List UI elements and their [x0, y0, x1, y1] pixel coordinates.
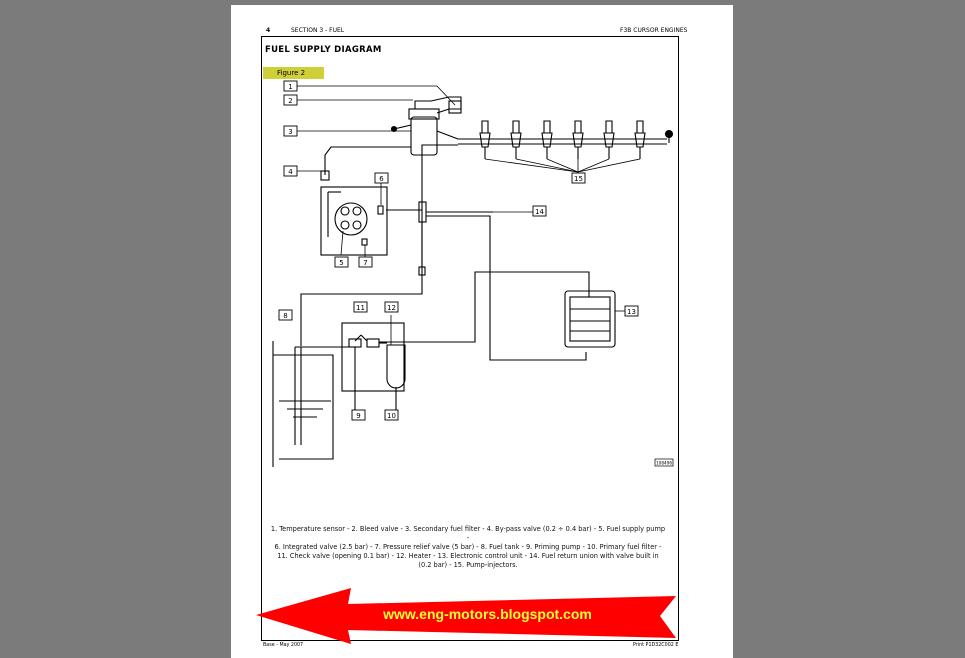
callout-15: 15 — [574, 175, 583, 183]
fuel-supply-diagram: 1 2 3 4 5 6 7 8 9 10 11 12 13 14 15 1084… — [272, 80, 674, 467]
watermark-arrow — [256, 588, 676, 644]
callout-leaders — [297, 85, 641, 345]
callout-14: 14 — [535, 208, 544, 216]
callout-7: 7 — [363, 259, 367, 267]
supply-pump-block — [320, 186, 388, 256]
fuel-tank — [272, 341, 351, 467]
caption-line: 6. Integrated valve (2.5 bar) - 7. Press… — [274, 543, 662, 552]
caption-line: (0.2 bar) - 15. Pump-injectors. — [418, 561, 518, 570]
fuel-lines — [300, 144, 590, 361]
diagram-title: FUEL SUPPLY DIAGRAM — [265, 45, 382, 55]
drawing-code: 108496 — [656, 461, 672, 466]
callout-8: 8 — [283, 312, 287, 320]
callout-2: 2 — [288, 97, 292, 105]
header-page-number: 4 — [266, 27, 271, 34]
callout-10: 10 — [387, 412, 396, 420]
electronic-control-unit — [564, 290, 616, 348]
page-frame-right — [678, 37, 679, 641]
injector-rail — [458, 129, 674, 145]
pump-injectors — [479, 120, 646, 159]
callout-4: 4 — [288, 168, 293, 176]
secondary-filter-assembly — [390, 96, 462, 156]
figure-label: Figure 2 — [263, 67, 324, 79]
footer-right: Print P1D32C002 E — [633, 643, 679, 648]
footer-rule — [261, 640, 679, 641]
page-frame-left — [261, 37, 262, 641]
callout-9: 9 — [356, 412, 360, 420]
document-page: 4 SECTION 3 - FUEL F3B CURSOR ENGINES FU… — [231, 5, 733, 658]
callout-5: 5 — [339, 259, 343, 267]
callout-13: 13 — [627, 308, 636, 316]
header-engine: F3B CURSOR ENGINES — [620, 27, 688, 34]
callout-12: 12 — [387, 304, 396, 312]
diagram-caption: 1. Temperature sensor - 2. Bleed valve -… — [269, 525, 667, 570]
callout-1: 1 — [288, 83, 292, 91]
header-section: SECTION 3 - FUEL — [291, 27, 345, 34]
footer-left: Base - May 2007 — [263, 643, 304, 648]
callout-boxes — [278, 80, 639, 421]
callout-11: 11 — [356, 304, 365, 312]
callout-3: 3 — [288, 128, 292, 136]
caption-line: 1. Temperature sensor - 2. Bleed valve -… — [270, 525, 666, 543]
callout-6: 6 — [379, 175, 384, 183]
callout-numbers: 1 2 3 4 5 6 7 8 9 10 11 12 13 14 15 — [283, 83, 636, 420]
primary-filter-block — [341, 322, 406, 410]
caption-line: 11. Check valve (opening 0.1 bar) - 12. … — [277, 552, 659, 561]
header-rule — [261, 36, 679, 37]
watermark-url-link[interactable]: www.eng-motors.blogspot.com — [383, 606, 592, 622]
drawing-code-box — [654, 458, 674, 467]
red-arrow-shape — [256, 588, 676, 644]
